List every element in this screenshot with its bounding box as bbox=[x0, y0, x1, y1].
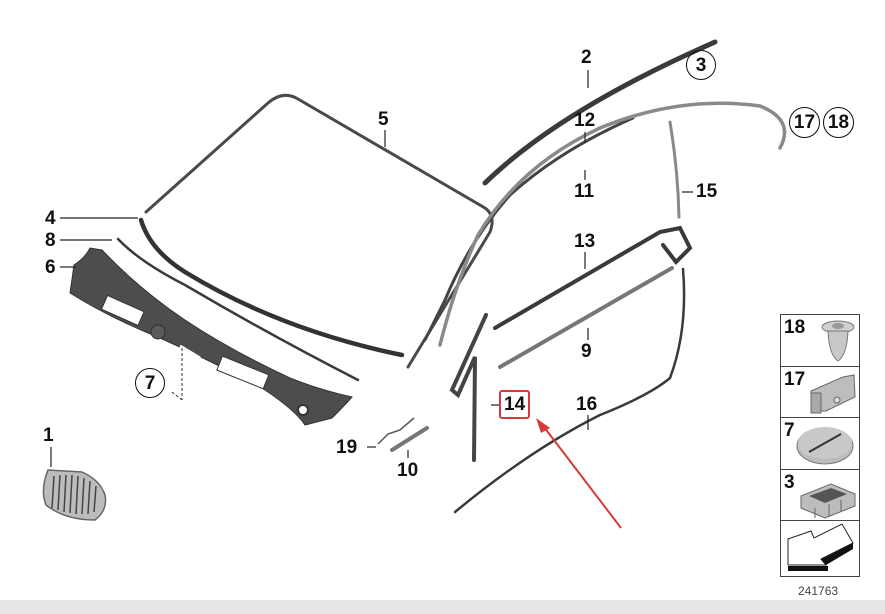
small-parts-legend: 18 17 7 3 bbox=[780, 314, 860, 577]
annotation-arrow-icon bbox=[536, 418, 622, 529]
callout-18[interactable]: 18 bbox=[823, 107, 854, 138]
window-channel-outer[interactable] bbox=[493, 225, 693, 330]
legend-item-17-label: 17 bbox=[784, 368, 806, 390]
callout-17[interactable]: 17 bbox=[789, 107, 820, 138]
clip-icon bbox=[800, 482, 856, 519]
callout-2[interactable]: 2 bbox=[581, 47, 592, 68]
callout-12[interactable]: 12 bbox=[574, 110, 596, 131]
callout-17-label: 17 bbox=[793, 112, 816, 133]
callout-11[interactable]: 11 bbox=[574, 181, 595, 202]
legend-item-3-label: 3 bbox=[784, 471, 795, 493]
callout-4[interactable]: 4 bbox=[45, 208, 56, 229]
cowl-panel[interactable] bbox=[69, 247, 353, 426]
mirror-triangle-seal[interactable] bbox=[449, 313, 488, 462]
callout-7-label: 7 bbox=[144, 372, 156, 394]
callout-3-label: 3 bbox=[695, 54, 707, 76]
callout-10[interactable]: 10 bbox=[397, 460, 419, 481]
expanding-rivet-icon bbox=[821, 320, 855, 362]
callout-16[interactable]: 16 bbox=[576, 394, 598, 415]
callout-6[interactable]: 6 bbox=[45, 257, 56, 278]
a-pillar-seal[interactable] bbox=[438, 101, 787, 347]
callout-7[interactable]: 7 bbox=[135, 368, 165, 398]
window-channel-inner[interactable] bbox=[498, 266, 674, 369]
cowl-seal[interactable] bbox=[116, 237, 360, 382]
callout-3[interactable]: 3 bbox=[686, 50, 716, 80]
callout-8[interactable]: 8 bbox=[45, 230, 56, 251]
plug-cap-icon bbox=[796, 427, 854, 465]
legend-item-direction[interactable] bbox=[781, 521, 859, 576]
kidney-grille[interactable] bbox=[42, 469, 107, 521]
clip-holder-icon bbox=[810, 373, 856, 413]
legend-item-18-label: 18 bbox=[784, 317, 806, 338]
callout-13[interactable]: 13 bbox=[574, 231, 596, 252]
bracket[interactable] bbox=[377, 417, 415, 445]
cover-strip[interactable] bbox=[390, 426, 429, 452]
door-seal[interactable] bbox=[453, 267, 686, 514]
roof-molding[interactable] bbox=[482, 39, 718, 186]
callout-1[interactable]: 1 bbox=[43, 425, 54, 446]
callout-14[interactable]: 14 bbox=[499, 390, 531, 419]
callout-5[interactable]: 5 bbox=[378, 109, 389, 130]
footer-bar bbox=[0, 600, 885, 614]
legend-item-3[interactable]: 3 bbox=[781, 470, 859, 521]
callout-18-label: 18 bbox=[827, 112, 850, 133]
b-pillar-seal[interactable] bbox=[668, 120, 681, 219]
parts-diagram bbox=[42, 39, 787, 529]
callout-19[interactable]: 19 bbox=[336, 437, 358, 458]
windshield-seal-lower[interactable] bbox=[138, 217, 405, 358]
windshield-seal[interactable] bbox=[144, 93, 494, 369]
callout-15[interactable]: 15 bbox=[696, 181, 718, 202]
callout-9[interactable]: 9 bbox=[581, 341, 592, 362]
legend-item-17[interactable]: 17 bbox=[781, 367, 859, 418]
diagram-id-label: 241763 bbox=[798, 584, 839, 598]
legend-item-7-label: 7 bbox=[784, 420, 795, 441]
legend-item-7[interactable]: 7 bbox=[781, 418, 859, 470]
direction-arrow-icon bbox=[787, 523, 854, 571]
legend-item-18[interactable]: 18 bbox=[781, 315, 859, 367]
